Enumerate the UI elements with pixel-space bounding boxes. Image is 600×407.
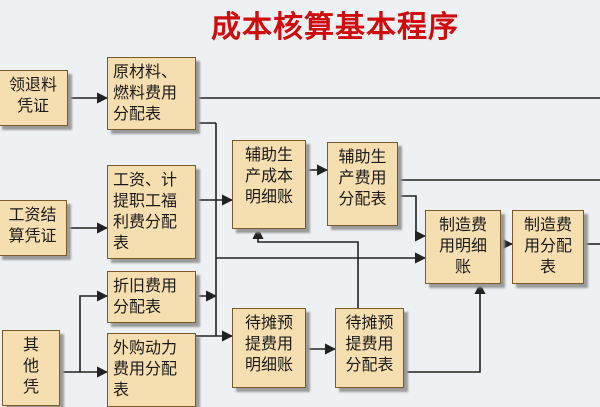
diagram-title: 成本核算基本程序 xyxy=(211,10,459,45)
box-mfg-overhead-ledger: 制造费 用明细 账 xyxy=(425,210,501,284)
arrow-prepaid-alloc-to-aux xyxy=(252,227,359,308)
box-aux-cost-ledger: 辅助生 产成本 明细账 xyxy=(232,140,306,229)
box-power-allocation: 外购动力 费用分配 表 xyxy=(107,333,196,407)
box-prepaid-ledger: 待摊预 提费用 明细账 xyxy=(232,308,306,388)
box-other-voucher: 其 他 凭 xyxy=(2,330,60,406)
box-prepaid-allocation: 待摊预 提费用 分配表 xyxy=(335,308,404,388)
arrow-prepaid-alloc-to-mfg xyxy=(404,282,486,373)
box-wage-allocation: 工资、计 提职工福 利费分配 表 xyxy=(107,165,196,259)
box-mfg-overhead-allocation: 制造费 用分配 表 xyxy=(512,210,584,284)
arrow-aux-alloc-to-mfg xyxy=(398,195,427,242)
box-aux-cost-allocation: 辅助生 产费用 分配表 xyxy=(327,142,398,226)
box-material-allocation: 原材料、 燃料费用 分配表 xyxy=(107,57,196,130)
box-depreciation-allocation: 折旧费用 分配表 xyxy=(107,271,196,323)
box-requisition-voucher: 领退料 凭证 xyxy=(0,70,68,126)
box-wage-voucher: 工资结 算凭证 xyxy=(0,200,67,256)
arrow-other-to-depreciation xyxy=(79,290,109,372)
